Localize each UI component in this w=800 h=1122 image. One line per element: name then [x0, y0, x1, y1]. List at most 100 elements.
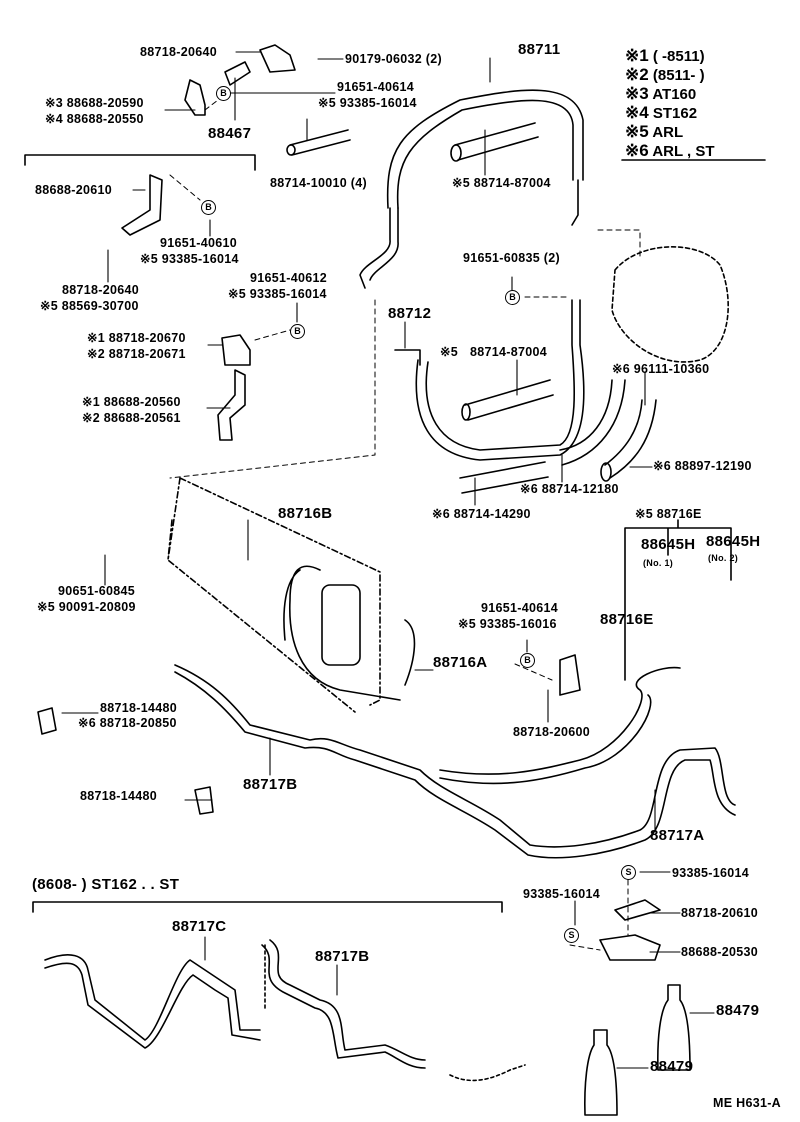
part-label: 88716B	[278, 505, 333, 522]
part-label: ※5 93385-16014	[318, 96, 417, 110]
part-label: ※3 88688-20590	[45, 96, 144, 110]
hose-88711	[386, 89, 584, 209]
part-label: 88479	[650, 1058, 694, 1075]
part-label: 93385-16014	[523, 887, 600, 901]
switch-88467	[224, 61, 251, 86]
boot-88479-upper	[657, 984, 691, 1071]
variant-note: (8608- ) ST162 . . ST	[32, 876, 180, 893]
hose-88714-87004-b	[464, 379, 554, 421]
part-label: 88645H	[641, 536, 696, 553]
part-label: ※4 88688-20550	[45, 112, 144, 126]
legend-entry-2: ※2 (8511- )	[625, 65, 705, 84]
part-label: 88479	[716, 1002, 760, 1019]
bracket-88688-20610	[121, 174, 163, 236]
part-label: ※5 88569-30700	[40, 299, 139, 313]
part-label: ※5 90091-20809	[37, 600, 136, 614]
bracket-88688-20560	[217, 369, 246, 441]
pipe-88717b	[174, 664, 736, 848]
part-label: ※5 93385-16014	[140, 252, 239, 266]
part-label: 90179-06032 (2)	[345, 52, 442, 66]
part-label: ※6 96111-10360	[612, 362, 710, 376]
part-label: 88716A	[433, 654, 488, 671]
hose-88897-12190	[604, 399, 657, 479]
bolt-marker: B	[216, 86, 231, 101]
condenser	[167, 477, 381, 713]
group-bracket-top	[24, 154, 256, 171]
part-label: 91651-40610	[160, 236, 237, 250]
diagram-code: ME H631-A	[713, 1096, 781, 1110]
part-label: ※5 93385-16016	[458, 617, 557, 631]
group-bracket-bottom	[32, 901, 503, 913]
part-label: 93385-16014	[672, 866, 749, 880]
part-label: 88714-87004	[470, 345, 547, 359]
clamp-88718-20640-top	[259, 44, 296, 73]
pipe-88717a	[439, 666, 681, 775]
part-label: ※1 88688-20560	[82, 395, 181, 409]
part-label: ※1 88718-20670	[87, 331, 186, 345]
bracket-88718-20670	[221, 334, 251, 366]
part-label: 88717B	[315, 948, 370, 965]
boot-88479-lower	[584, 1029, 618, 1116]
part-label: (No. 2)	[708, 553, 739, 563]
legend-entry-5: ※5 ARL	[625, 122, 684, 141]
part-label: ※2 88718-20671	[87, 347, 186, 361]
part-label: ※6 88714-14290	[432, 507, 531, 521]
part-label: ※5 88714-87004	[452, 176, 551, 190]
part-label: 88718-20600	[513, 725, 590, 739]
part-label: 90651-60845	[58, 584, 135, 598]
bracket-88688-20530	[599, 934, 661, 961]
legend-entry-1: ※1 ( -8511)	[625, 46, 705, 65]
part-label: ※6 88897-12190	[653, 459, 752, 473]
clamp-88718-20610	[614, 899, 661, 921]
legend-entry-3: ※3 AT160	[625, 84, 697, 103]
part-label: ※2 88688-20561	[82, 411, 181, 425]
hose-88714-12180	[559, 379, 626, 466]
bolt-marker: B	[290, 324, 305, 339]
part-label: 88645H	[706, 533, 761, 550]
part-label: ※6 88714-12180	[520, 482, 619, 496]
clamp-88718-14480-a	[37, 707, 57, 735]
part-label: 91651-40614	[481, 601, 558, 615]
part-label: ※5 93385-16014	[228, 287, 327, 301]
pipe-88717c	[44, 954, 261, 1049]
part-label: 91651-40614	[337, 80, 414, 94]
pipe-88716b	[283, 565, 401, 701]
part-label: 91651-60835 (2)	[463, 251, 560, 265]
part-label: 88718-20640	[62, 283, 139, 297]
bracket-88688-20590	[184, 79, 206, 116]
part-label: (No. 1)	[643, 558, 674, 568]
bolt-marker: B	[201, 200, 216, 215]
part-label: 88688-20530	[681, 945, 758, 959]
part-label: 88688-20610	[35, 183, 112, 197]
clamp-88718-14480-b	[194, 786, 214, 815]
screw-marker: S	[564, 928, 579, 943]
part-label: 88716E	[600, 611, 654, 628]
compressor	[611, 246, 729, 363]
legend-entry-4: ※4 ST162	[625, 103, 698, 122]
part-label: 91651-40612	[250, 271, 327, 285]
part-label: 88718-14480	[100, 701, 177, 715]
group-bracket-88716e	[624, 519, 732, 681]
bolt-marker: B	[505, 290, 520, 305]
part-label: 88467	[208, 125, 252, 142]
part-label: 88717B	[243, 776, 298, 793]
part-label: 88717C	[172, 918, 227, 935]
part-label: 88714-10010 (4)	[270, 176, 367, 190]
legend-entry-6: ※6 ARL , ST	[625, 141, 715, 160]
part-label: 88718-20610	[681, 906, 758, 920]
receiver-drier	[321, 584, 361, 666]
part-label: 88718-20640	[140, 45, 217, 59]
part-label: 88718-14480	[80, 789, 157, 803]
hose-88714-10010	[289, 129, 351, 156]
hose-88714-87004-a	[454, 122, 539, 161]
bolt-marker: B	[520, 653, 535, 668]
pipe-88716a	[404, 619, 416, 686]
part-label: ※6 88718-20850	[78, 716, 177, 730]
part-label: ※5 88716E	[635, 507, 702, 521]
hose-88712	[415, 299, 585, 461]
part-label: 88711	[518, 41, 561, 58]
pipe-88717b-lower	[261, 939, 426, 1069]
clamp-88718-20600	[559, 654, 581, 696]
